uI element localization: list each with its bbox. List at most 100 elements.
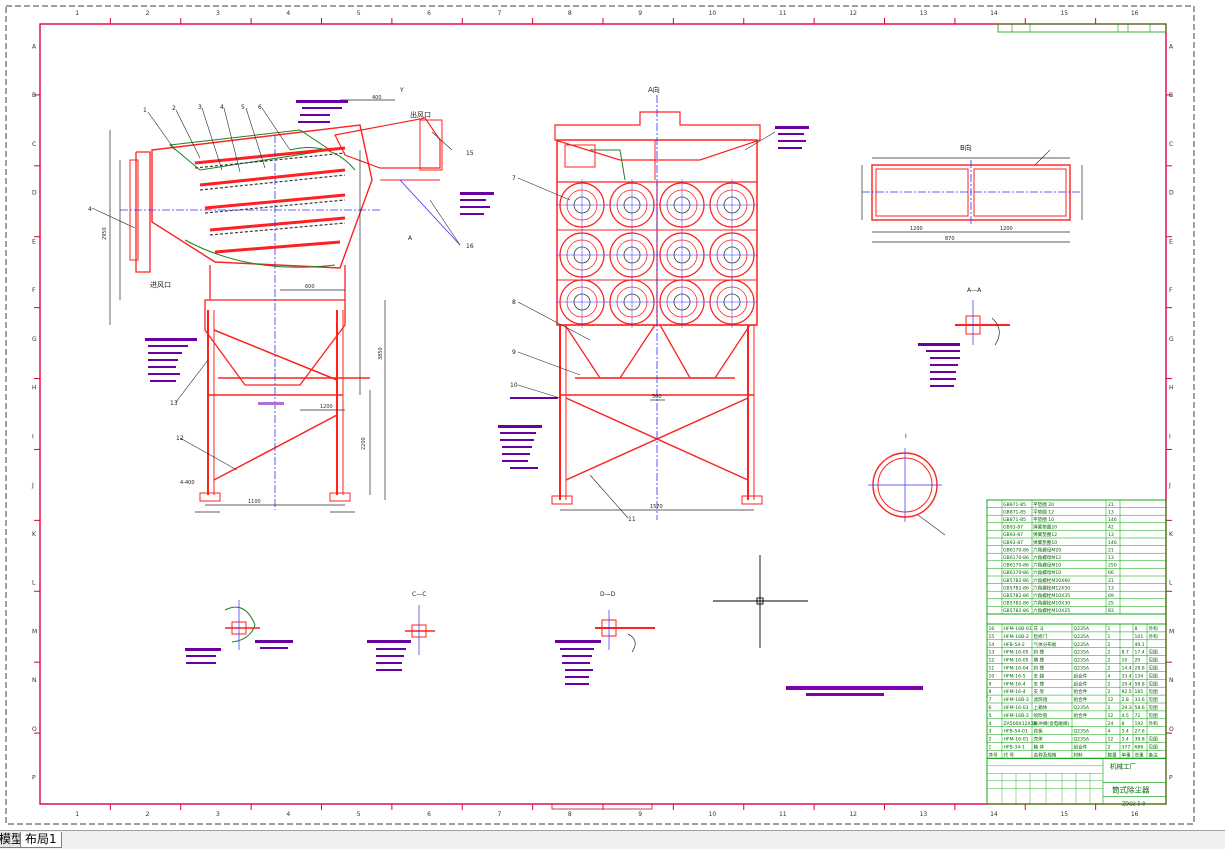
grid-row-label: A [32,43,37,50]
bom-part-cell: 4 [989,721,992,727]
bom-part-cell: 28.8 [1135,666,1145,672]
bom-part-cell: Q235A [1074,642,1090,648]
bom-part-cell: 见图 [1149,666,1159,672]
svg-text:4-400: 4-400 [180,480,195,486]
svg-text:B向: B向 [960,143,972,152]
grid-row-label: M [1169,628,1174,635]
bom-part-cell: 377 [1122,745,1131,751]
grid-row-label: F [1169,287,1173,294]
bom-std-code: GB6170-86 [1003,555,1029,561]
bom-part-cell: 2 [1108,642,1111,648]
bom-part-cell: 29.3 [1122,705,1132,711]
title-company: 机械工厂 [1110,761,1137,770]
grid-col-label: 2 [146,10,150,17]
bom-std-code: GB5782-86 [1003,578,1029,584]
svg-text:A向: A向 [648,85,660,94]
bom-part-cell: 2 [1108,689,1111,695]
bom-part-cell: 1 [1108,634,1111,640]
svg-text:3850: 3850 [378,347,384,360]
bom-std-qty: 250 [1108,563,1117,569]
svg-text:I: I [905,433,907,440]
svg-text:9: 9 [512,349,516,356]
bom-part-cell: 组合件 [1074,680,1088,687]
bom-part-cell: 2 [989,737,992,743]
bom-part-cell: 组合件 [1074,696,1088,703]
print-boundary [5,5,1195,825]
bom-std-code: GB871-85 [1003,517,1026,523]
bom-std-code: GB5782-86 [1003,601,1029,607]
bom-part-cell: 4 [1108,729,1111,735]
bom-part-cell: HFM-16B-2 [1004,713,1029,719]
technical-notes [786,686,923,690]
bom-std-code: GB871-85 [1003,509,1026,515]
grid-col-label: 8 [568,811,572,818]
bom-std-qty: 13 [1108,532,1114,538]
bom-std-qty: 69 [1108,593,1114,599]
bom-std-name: 平垫圈 12 [1033,508,1054,515]
grid-row-label: O [32,726,37,733]
grid-row-label: N [1169,677,1174,684]
grid-row-label: G [32,336,37,343]
svg-text:8: 8 [512,299,516,306]
bom-std-name: 六角螺母M10 [1033,569,1061,576]
grid-ticks [34,18,1172,810]
bom-part-cell: 壳体 [1034,736,1044,743]
bom-part-cell: 外购 [1149,625,1159,632]
crosshair-cursor [713,555,808,648]
bom-part-cell: 58.8 [1135,681,1145,687]
bom-part-cell: 14.4 [1122,666,1132,672]
bom-part-cell: 3.4 [1122,729,1129,735]
bom-part-cell: 2 [1108,658,1111,664]
bom-part-cell: 33.6 [1135,697,1145,703]
bom-std-code: GB6170-86 [1003,547,1029,553]
bom-part-cell: 72 [1135,713,1141,719]
bom-part-cell: 27.6 [1135,729,1145,735]
grid-col-label: 4 [286,10,290,17]
grid-col-label: 8 [568,10,572,17]
bom-part-cell: 上箱体 [1034,704,1048,711]
bom-part-cell: 2 [1108,745,1111,751]
bom-part-cell: 101 [1135,634,1144,640]
bom-part-cell: 花板 [1034,728,1044,735]
bom-part-cell: 1 [989,745,992,751]
bom-part-cell: 检修门 [1034,633,1048,640]
bom-part-cell: 见图 [1149,658,1159,664]
grid-col-label: 7 [497,811,501,818]
grid-col-label: 13 [920,10,928,17]
svg-text:1200: 1200 [320,404,333,410]
bom-part-cell: 39.8 [1135,737,1145,743]
grid-row-label: L [1169,580,1173,587]
layout-tab-bar: 模型 布局1 [0,830,1225,849]
grid-row-label: H [1169,385,1174,392]
grid-labels: 1122334455667788991010111112121313141415… [31,10,1174,818]
grid-row-label: J [1168,482,1171,489]
grid-row-label: O [1169,726,1174,733]
tab-layout1[interactable]: 布局1 [20,832,62,848]
grid-col-label: 15 [1060,811,1068,818]
svg-text:16: 16 [466,243,474,250]
cad-drawing-canvas[interactable]: 1122334455667788991010111112121313141415… [0,0,1225,830]
svg-text:5: 5 [241,104,245,111]
grid-col-label: 13 [920,811,928,818]
bom-std-qty: 66 [1108,570,1114,576]
bom-part-cell: HFM-16-05 [1004,650,1029,656]
bom-std-qty: 25 [1108,601,1114,607]
bom-part-cell: 外购 [1149,720,1159,727]
bom-part-cell: 支 腿 [1034,672,1045,679]
grid-row-label: E [1169,238,1173,245]
bom-std-qty: 21 [1108,502,1114,508]
bom-part-cell: 8.7 [1122,650,1129,656]
bom-part-cell: 支 架 [1034,688,1045,695]
svg-text:1100: 1100 [248,499,261,505]
bom-part-cell: 686 [1135,745,1144,751]
grid-row-label: G [1169,336,1174,343]
bom-part-cell: Q235A [1074,634,1090,640]
svg-text:C—C: C—C [412,591,426,598]
side-view-a: A向 1570 500 [498,85,809,523]
grid-row-label: C [1169,141,1173,148]
bom-part-cell: 外购 [1149,633,1159,640]
bom-part-cell: 58.6 [1135,705,1145,711]
bom-part-cell: 2 [1108,650,1111,656]
svg-text:4: 4 [88,206,92,213]
